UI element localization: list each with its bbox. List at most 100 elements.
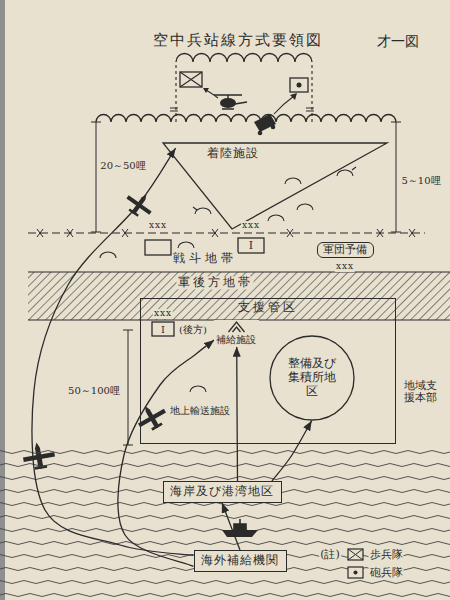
sea-waves — [0, 451, 450, 597]
page-edge — [0, 0, 5, 600]
unit-box — [145, 240, 171, 255]
annotation-label: 地域支援本部 — [403, 380, 439, 404]
unit-box — [238, 238, 264, 253]
front-line — [28, 232, 425, 233]
legend-infantry — [348, 549, 363, 560]
legend-text: 歩兵隊 — [369, 549, 404, 561]
truck-wheel — [271, 125, 276, 130]
node-text: 補給施設 — [216, 334, 257, 346]
supply-route — [118, 340, 214, 566]
supply-caret — [229, 322, 245, 332]
unit-arc — [297, 204, 313, 210]
boundary-marks — [37, 229, 415, 237]
supply-route — [236, 347, 238, 481]
unit-arc — [178, 242, 194, 248]
truck-wheel — [258, 131, 263, 136]
transport-symbol — [190, 386, 206, 392]
boundary-x — [212, 229, 218, 237]
node-text: 軍団予備 — [323, 244, 368, 257]
annotation-label: (後方) — [178, 324, 208, 335]
landing-triangle — [162, 142, 388, 230]
unit-box — [180, 72, 202, 87]
legend-text: 砲兵隊 — [369, 567, 404, 579]
annotation-label: (註) — [319, 549, 341, 561]
support-district: 支援管区補給施設整備及び集積所地区 — [140, 298, 396, 444]
objective-area — [170, 62, 314, 122]
annotation-label: I — [160, 324, 166, 335]
node-text: 整備及び集積所地区 — [287, 357, 337, 398]
annotation-label: 軍後方地帯 — [177, 276, 254, 289]
reserve-box: 軍団予備 — [317, 242, 374, 259]
boundary-x — [377, 229, 383, 237]
dimension-tick — [91, 122, 101, 232]
annotation-label: 5～10哩 — [400, 175, 441, 186]
ship-bridge — [234, 519, 246, 530]
unit-arc — [285, 178, 301, 184]
overseas-box: 海外補給機関 — [194, 550, 287, 572]
node-text: 海岸及び港湾地区 — [170, 485, 275, 499]
annotation-label: I — [248, 239, 254, 251]
node-text: 海外補給機関 — [201, 554, 280, 568]
wave-line — [0, 581, 450, 584]
annotation-label: xxx — [148, 221, 168, 231]
heli-body — [220, 98, 236, 108]
heli-arrow — [204, 89, 218, 98]
dimension-line — [96, 122, 97, 232]
dimension-line — [128, 330, 129, 445]
legend-dot — [354, 571, 358, 575]
unit-arc — [268, 215, 284, 221]
truck-body — [254, 114, 276, 132]
front-scallop — [96, 54, 396, 123]
diagram-title: 空中兵站線方式要領図 — [152, 32, 324, 49]
annotation-label: 50～100哩 — [67, 385, 121, 396]
boundary-x — [287, 229, 293, 237]
scallop-line — [96, 115, 396, 122]
node-text: 支援管区 — [141, 301, 395, 315]
wave-line — [0, 594, 450, 597]
ship — [222, 519, 258, 537]
unit-arc — [337, 167, 356, 176]
node-text: 着陸施設 — [207, 147, 259, 161]
wave-line — [0, 477, 450, 480]
boundary-x — [67, 229, 73, 237]
truck — [254, 93, 297, 135]
unit-arc — [193, 207, 211, 214]
boundary-x — [37, 229, 43, 237]
wave-line — [0, 451, 450, 454]
legend-symbols — [348, 549, 363, 578]
band-edge — [28, 272, 450, 273]
area-bound — [175, 62, 176, 122]
unit-dot — [297, 83, 302, 88]
annotation-label: 戦斗地帯 — [172, 252, 238, 265]
landing-area: 着陸施設 — [162, 142, 388, 230]
area-bound — [311, 62, 312, 122]
scallop-line — [176, 54, 312, 63]
unit-arc — [100, 252, 116, 258]
annotation-label: xxx — [241, 221, 261, 231]
port-box: 海岸及び港湾地区 — [163, 481, 282, 503]
annotation-label: 地上輸送施設 — [169, 405, 231, 416]
legend-artillery — [348, 567, 363, 578]
annotation-label: xxx — [335, 262, 355, 272]
bound-mark — [170, 108, 314, 111]
unit-box — [290, 78, 308, 92]
unit-cross — [180, 72, 202, 87]
ship-hull — [222, 530, 258, 537]
annotation-label: 20～50哩 — [99, 160, 146, 171]
helicopter — [203, 88, 247, 109]
annotation-label: 才一図 — [376, 34, 420, 49]
arrow-head — [203, 88, 209, 93]
heli-rotor — [214, 95, 247, 109]
supply-route — [272, 421, 312, 481]
supply-symbol — [214, 320, 259, 334]
supply-point: 補給施設 — [214, 320, 259, 347]
boundary-x — [409, 229, 415, 237]
depot-circle: 整備及び集積所地区 — [269, 335, 355, 421]
arrow-head — [290, 93, 297, 100]
dimension-line — [396, 122, 397, 232]
airplane — [21, 440, 57, 472]
truck-arrow — [274, 96, 294, 114]
